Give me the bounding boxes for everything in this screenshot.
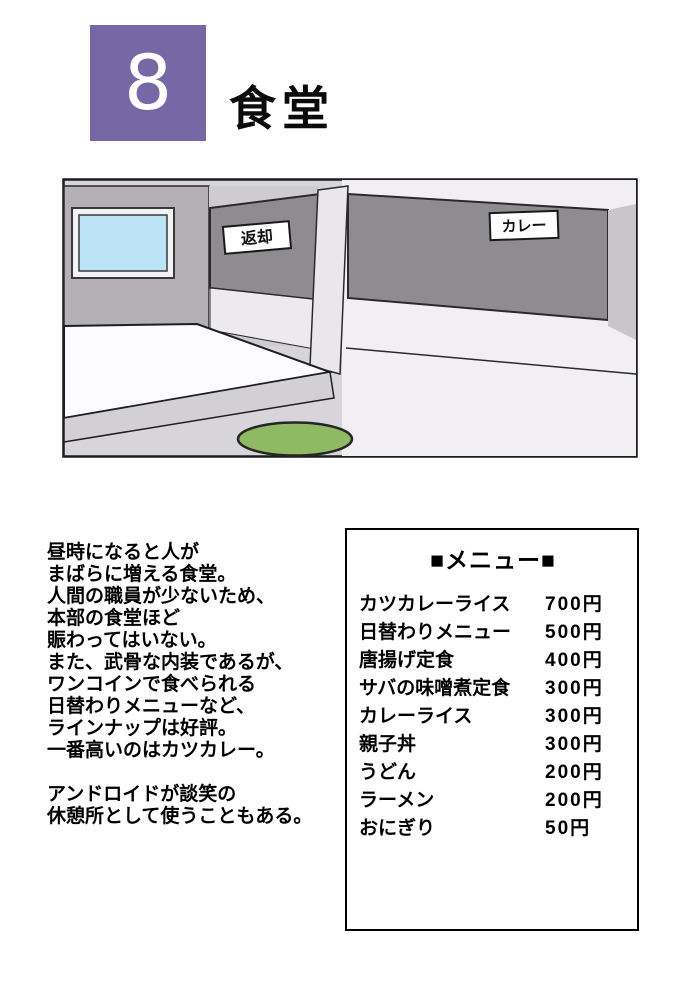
description-line: 休憩所として使うこともある。: [47, 806, 313, 827]
description-line: アンドロイドが談笑の: [47, 784, 237, 805]
menu-item-price: 200円: [545, 761, 604, 783]
description-line: 本部の食堂ほど: [47, 608, 181, 629]
menu-item-row: 日替わりメニュー 500円: [359, 616, 627, 644]
menu-item-price: 700円: [545, 593, 604, 615]
right-edge-wall: [608, 204, 636, 340]
menu-item-price: 300円: [545, 733, 604, 755]
chapter-number-square: 8: [90, 25, 206, 141]
menu-item-row: 唐揚げ定食 400円: [359, 644, 627, 672]
description-text: 昼時になると人が まばらに増える食堂。 人間の職員が少ないため、 本部の食堂ほど…: [47, 542, 312, 828]
description-line: ラインナップは好評。: [47, 718, 238, 739]
menu-item-price: 400円: [545, 649, 604, 671]
menu-item-name: うどん: [359, 761, 417, 783]
return-sign-label: 返却: [240, 227, 274, 249]
table-front: [63, 371, 335, 443]
menu-item-name: カツカレーライス: [359, 593, 511, 615]
description-line: また、武骨な内装であるが、: [47, 652, 294, 673]
chapter-number: 8: [123, 38, 173, 127]
menu-item-name: おにぎり: [359, 817, 436, 839]
menu-item-row: うどん 200円: [359, 756, 627, 784]
menu-item-row: ラーメン 200円: [359, 784, 627, 812]
description-line: まばらに増える食堂。: [47, 564, 237, 585]
description-line: 一番高いのはカツカレー。: [47, 740, 275, 761]
counter-edge-line: [345, 347, 637, 375]
curry-sign-label: カレー: [501, 217, 547, 236]
menu-item-row: カツカレーライス 700円: [359, 588, 627, 616]
green-stool: [236, 421, 354, 457]
right-serving-hatch: [347, 192, 609, 322]
cafeteria-illustration: 返却 カレー: [62, 178, 638, 458]
menu-item-name: 親子丼: [359, 733, 417, 755]
description-line: 日替わりメニューなど、: [47, 696, 256, 717]
page-title: 食堂: [229, 84, 335, 136]
menu-item-price: 200円: [545, 789, 604, 811]
menu-item-name: 唐揚げ定食: [359, 649, 455, 671]
menu-item-row: おにぎり 50円: [359, 812, 627, 840]
description-line: 賑わってはいない。: [47, 630, 217, 651]
menu-item-name: サバの味噌煮定食: [359, 677, 511, 699]
menu-item-price: 500円: [545, 621, 604, 643]
window: [71, 207, 175, 279]
menu-item-name: カレーライス: [359, 705, 473, 727]
menu-item-price: 300円: [545, 677, 604, 699]
menu-list: カツカレーライス 700円 日替わりメニュー 500円 唐揚げ定食 400円 サ…: [359, 588, 627, 840]
menu-item-price: 300円: [545, 705, 604, 727]
return-sign: 返却: [221, 220, 293, 255]
menu-panel: ■メニュー■ カツカレーライス 700円 日替わりメニュー 500円 唐揚げ定食…: [345, 528, 639, 931]
menu-item-row: 親子丼 300円: [359, 728, 627, 756]
menu-item-name: 日替わりメニュー: [359, 621, 512, 643]
corner-pillar: [309, 185, 349, 375]
description-line: 人間の職員が少ないため、: [47, 586, 276, 607]
description-line: ワンコインで食べられる: [47, 674, 257, 695]
curry-sign: カレー: [488, 209, 560, 242]
menu-item-row: サバの味噌煮定食 300円: [359, 672, 627, 700]
description-line: 昼時になると人が: [47, 542, 200, 563]
menu-item-name: ラーメン: [359, 789, 435, 811]
description-line-blank: [47, 762, 312, 784]
menu-item-row: カレーライス 300円: [359, 700, 627, 728]
menu-item-price: 50円: [545, 817, 592, 839]
menu-title: ■メニュー■: [430, 547, 556, 573]
